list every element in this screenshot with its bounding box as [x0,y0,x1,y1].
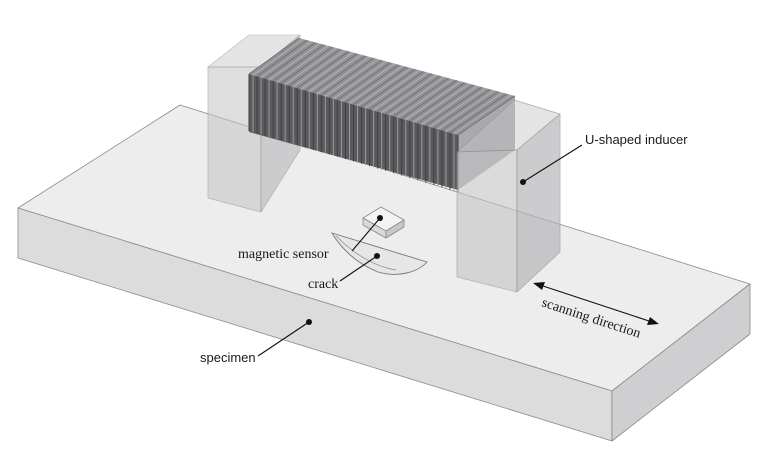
specimen-leader-dot [306,319,312,325]
scanning-arrow-head-right [647,317,659,325]
coil-turn-top [296,51,350,89]
coil-turn-top [313,55,366,94]
coil-turn-top [449,93,507,133]
coil-turn-top [433,88,491,129]
coil-turn-top [256,39,308,77]
coil-turn-top [389,76,445,116]
inducer-front-leg [456,99,561,293]
coil-turn-top [337,62,391,101]
crack-label: crack [308,277,338,292]
magnetic-sensor [362,206,405,239]
sensor-side [385,219,405,239]
coil-turn-top [437,90,495,130]
coil-turn-top [409,82,466,122]
coil-turn-top [345,64,399,103]
coil-turn-top [397,78,453,118]
coil-turn-top [292,49,345,88]
coil-turn-top [272,44,325,82]
coil-turn-top [357,67,412,107]
coil-turn-top [260,41,312,78]
coil-turn-top [341,63,395,102]
coil-turn-top [381,74,437,114]
crack-leader-dot [374,253,380,259]
coil-winding [248,37,516,192]
coil-turn-top [264,42,316,80]
coil-turn-top [393,77,449,117]
coil-turn-top [284,47,337,85]
coil-turn-top [325,58,379,97]
coil-turn-top [441,91,499,131]
coil-turn-top [457,95,516,136]
front-leg-front [456,149,518,293]
coil-turn-top [429,87,487,128]
front-leg-side [516,113,561,293]
coil-turn-top [353,66,408,105]
sensor-leader [351,217,381,252]
coil-turn-top [369,71,424,110]
crack-outline [331,232,428,275]
coil-top [249,38,515,135]
inducer-leader-dot [520,179,526,185]
coil-turn-top [361,68,416,108]
coil-turn-top [268,43,321,81]
leader-lines [257,144,583,357]
specimen-label: specimen [200,350,256,365]
coil-turn-top [365,70,420,109]
coil-turn-top [333,61,387,99]
coil-turn-top [301,52,354,90]
sensor-label: magnetic sensor [238,247,329,262]
crack-shape [331,232,428,275]
inducer-leader [522,144,583,183]
coil-turn-top [401,80,458,119]
scanning-arrow-shaft [539,284,653,323]
coil-turn-top [405,81,462,121]
crack-leader [339,255,378,282]
coil-turn-top [453,94,512,135]
coil-turn-top [425,86,482,126]
coil-turn-top [309,54,362,92]
coil-turn-top [377,73,433,112]
coil-turn-top [421,85,478,125]
coil-turn-top [349,65,404,104]
coil-turn-top [373,72,428,111]
coil-turn-top [248,37,300,75]
coil-turn-top [252,38,304,76]
coil-turn-top [413,83,470,123]
bridge-top [513,99,561,115]
crack-inner-line [335,235,397,271]
specimen-block [17,104,751,442]
coil-turn-top [385,75,441,115]
coil-turn-top [305,53,358,91]
coil-turns [248,37,516,192]
coil-turn-top [280,46,333,84]
coil-turn-top [329,59,383,98]
coil-turn-top [288,48,341,87]
scanning-arrow-head-left [533,282,545,290]
specimen-side-face [611,283,751,442]
coil-turn-top [276,45,329,83]
coil-turn-top [445,92,503,132]
scanning-arrow [533,282,659,325]
sensor-leader-dot [377,215,383,221]
coil-turn-top [317,56,370,95]
specimen-leader [257,321,310,357]
inducer-label: U-shaped inducer [585,132,688,147]
coil-turn-top [321,57,375,96]
coil-turn-top [417,84,474,124]
